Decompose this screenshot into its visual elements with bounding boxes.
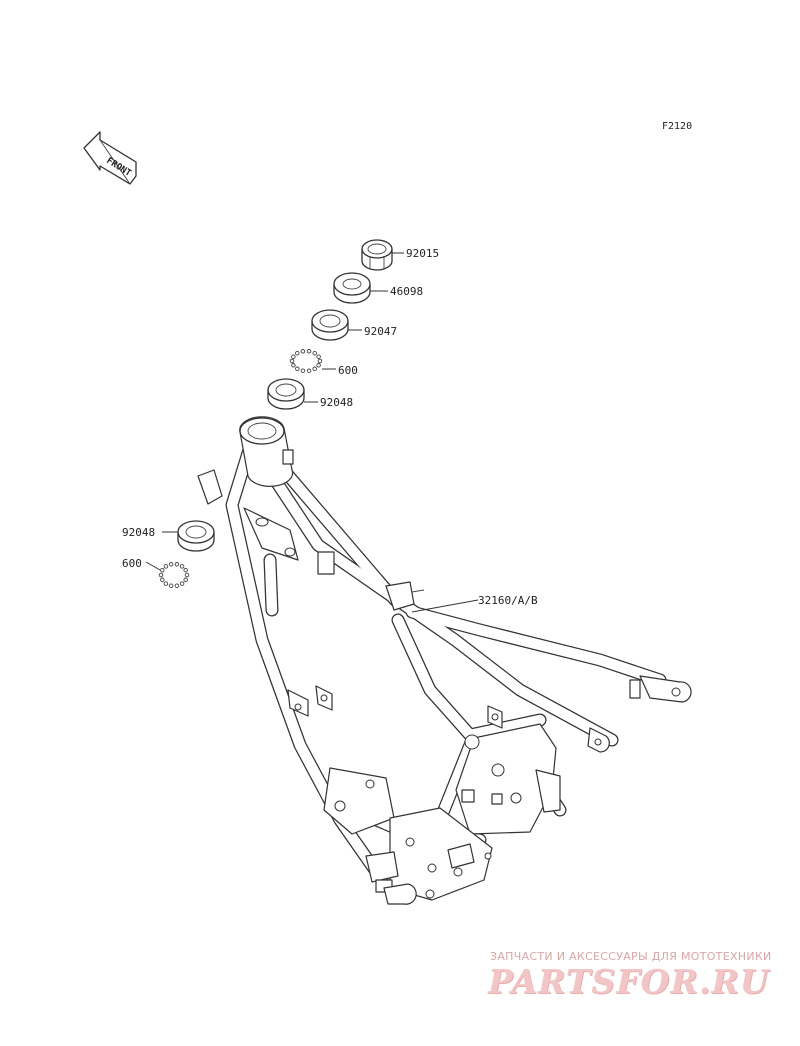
part-600-upper-balls [289,349,323,373]
steel-ball [183,567,188,573]
part-92048-lower: 92048 [122,520,215,552]
part-92047: 92047 [311,309,397,341]
part-label-32160: 32160/A/B [478,594,538,607]
steel-ball [168,583,174,588]
figure-code: F2120 [662,121,692,132]
steel-ball [183,577,188,583]
steel-ball [291,354,296,359]
frame-assembly [197,416,692,905]
steel-ball [163,564,169,569]
part-label-46098: 46098 [390,285,423,298]
front-arrow-icon: FRONT [83,131,137,185]
part-label-92048-upper: 92048 [320,396,353,409]
steel-ball [312,366,317,372]
steel-ball [174,583,180,588]
part-label-600-upper: 600 [338,364,358,377]
watermark-caption: ЗАПЧАСТИ И АКСЕССУАРЫ ДЛЯ МОТОТЕХНИКИ [490,950,772,963]
steel-ball [174,562,180,567]
steel-ball [291,363,296,368]
steel-ball [300,349,306,354]
watermark-logo: PARTSFOR.RU [488,962,770,1001]
steel-ball [316,354,321,359]
steel-ball [300,368,306,373]
part-label-92048-lower: 92048 [122,526,155,539]
part-600-lower-balls [158,562,190,588]
steel-ball [317,358,323,364]
part-92048-upper: 92048 [267,378,353,410]
steel-ball [312,350,317,356]
steel-ball [163,581,169,586]
steel-ball [179,564,185,569]
steel-ball [184,572,190,578]
steel-ball [160,567,165,573]
steel-ball [295,350,300,356]
steel-ball [168,562,174,567]
steel-ball [306,368,312,373]
part-46098: 46098 [333,272,423,304]
part-label-92015: 92015 [406,247,439,260]
front-label: FRONT [104,156,133,179]
part-label-600-lower: 600 [122,557,142,570]
steel-ball [316,363,321,368]
steel-ball [306,349,312,354]
steel-ball [289,358,295,364]
part-92015: 92015 [361,239,439,271]
steel-ball [295,366,300,372]
steel-ball [179,581,185,586]
steel-ball [158,572,164,578]
steel-ball [160,577,165,583]
part-label-92047: 92047 [364,325,397,338]
